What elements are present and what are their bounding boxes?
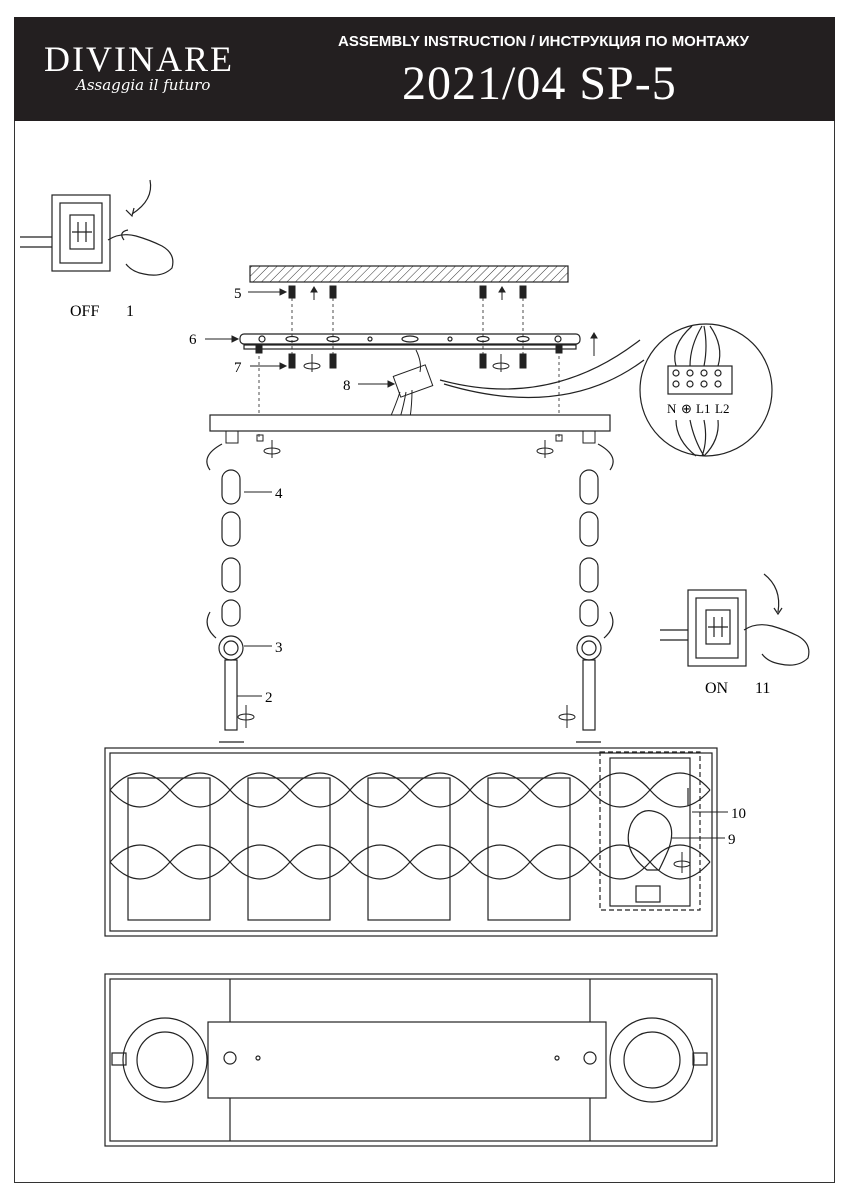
brand-tagline: Assaggia il futuro xyxy=(76,76,211,94)
callout-8: 8 xyxy=(343,378,351,394)
terminal-earth: ⊕ xyxy=(681,401,692,416)
terminal-block xyxy=(389,349,434,419)
canopy-hooks xyxy=(225,430,596,444)
mounting-bracket xyxy=(239,333,581,350)
terminal-n: N xyxy=(667,401,677,416)
mounting-screws xyxy=(255,344,563,369)
switch-on-label: ON xyxy=(705,680,729,697)
terminal-l1: L1 xyxy=(696,401,710,416)
chain-right xyxy=(576,443,614,731)
callout-7: 7 xyxy=(234,360,242,376)
callout-6: 6 xyxy=(189,332,197,348)
bulb-panel xyxy=(599,751,701,911)
callout-2: 2 xyxy=(265,690,273,706)
wall-switch-off xyxy=(20,179,174,276)
switch-on-step: 11 xyxy=(755,680,770,697)
switch-off-step: 1 xyxy=(126,303,134,320)
terminal-l2: L2 xyxy=(715,401,729,416)
wall-plugs xyxy=(288,285,527,299)
rotate-symbols xyxy=(237,354,691,873)
callout-3: 3 xyxy=(275,640,283,656)
document-subtitle: ASSEMBLY INSTRUCTION / ИНСТРУКЦИЯ ПО МОН… xyxy=(338,33,749,50)
wall-switch-on xyxy=(660,573,810,667)
model-number: 2021/04 SP-5 xyxy=(402,57,677,110)
callout-4: 4 xyxy=(275,486,283,502)
ceiling-surface xyxy=(249,265,569,283)
callout-leaders xyxy=(205,288,728,839)
up-arrows xyxy=(310,286,598,356)
callout-9: 9 xyxy=(728,832,736,848)
canopy xyxy=(209,414,611,432)
wiring-detail-bubble xyxy=(439,323,773,457)
chain-left xyxy=(206,443,244,731)
switch-off-label: OFF xyxy=(70,303,99,320)
lamp-body-front xyxy=(104,741,718,937)
brand-logo: DIVINARE xyxy=(44,39,234,79)
header-bar xyxy=(14,17,835,121)
callout-10: 10 xyxy=(731,806,746,822)
callout-5: 5 xyxy=(234,286,242,302)
lamp-body-top xyxy=(104,973,718,1147)
